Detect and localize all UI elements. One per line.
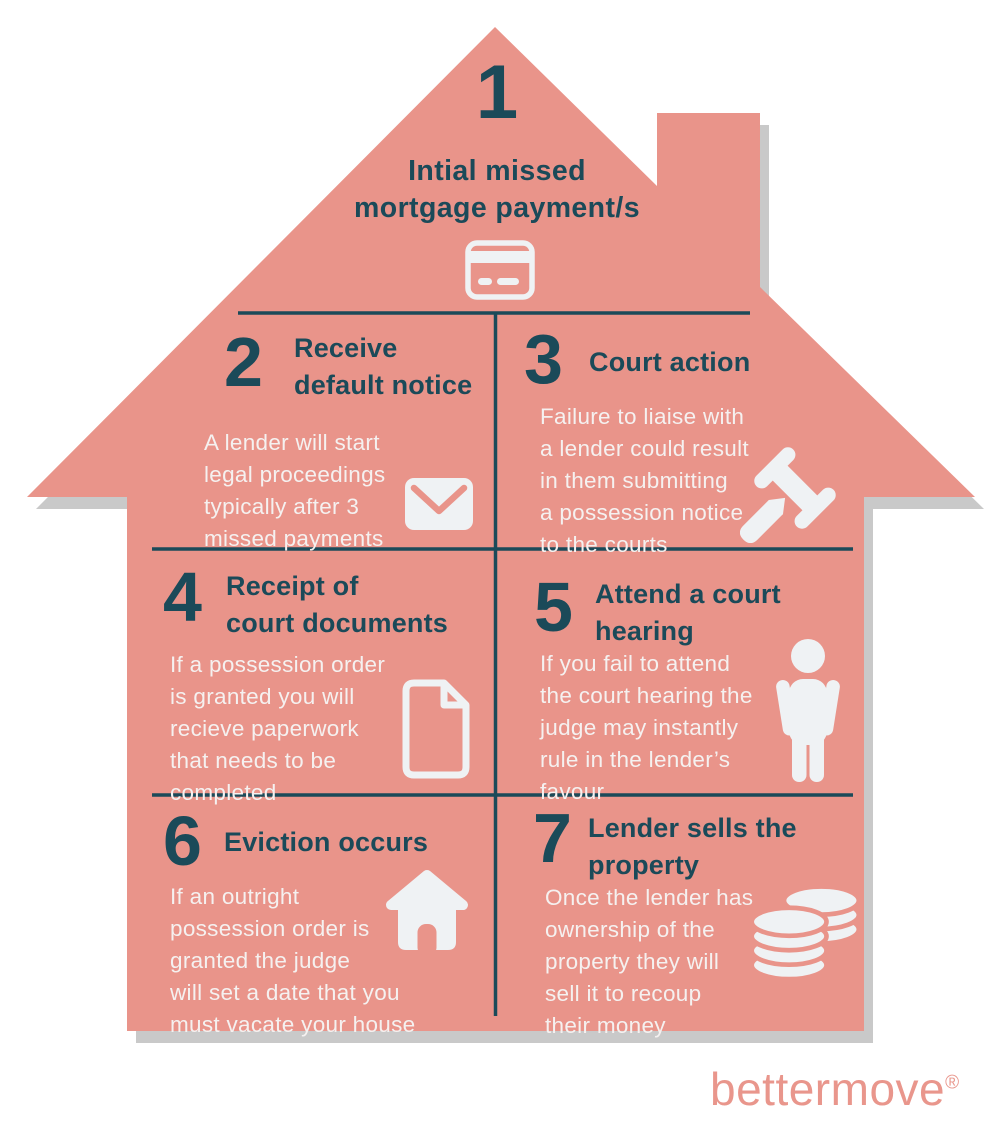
envelope-icon (405, 478, 473, 530)
house-silhouette (27, 27, 975, 1031)
registered-trademark-symbol: ® (945, 1072, 960, 1094)
step-1-number: 1 (475, 50, 519, 135)
step-7-number: 7 (533, 799, 572, 877)
gavel-icon (740, 447, 836, 543)
coins-icon (749, 884, 861, 982)
step-4-body: If a possession order is granted you wil… (170, 652, 386, 805)
document-icon (402, 679, 470, 779)
step-4-number: 4 (163, 558, 202, 636)
person-icon (776, 639, 840, 782)
step-2-title: Receive default notice (294, 333, 473, 400)
step-2-body: A lender will start legal proceedings ty… (204, 430, 386, 551)
step-6-number: 6 (163, 802, 202, 880)
step-5-number: 5 (534, 568, 573, 646)
brand-wordmark: bettermove (710, 1063, 946, 1115)
step-7-title: Lender sells the property (588, 813, 797, 880)
step-7-body: Once the lender has ownership of the pro… (545, 885, 754, 1038)
step-5-title: Attend a court hearing (595, 579, 781, 646)
step-3-body: Failure to liaise with a lender could re… (540, 404, 749, 557)
step-3-title: Court action (589, 347, 751, 377)
house-icon (386, 870, 468, 956)
step-4-title: Receipt of court documents (226, 571, 449, 638)
step-1-title: Intial missed mortgage payment/s (354, 155, 640, 224)
step-5-body: If you fail to attend the court hearing … (540, 651, 753, 804)
step-2-number: 2 (224, 323, 263, 401)
step-3-number: 3 (524, 320, 563, 398)
step-6-title: Eviction occurs (224, 827, 429, 857)
step-6-body: If an outright possession order is grant… (170, 884, 416, 1037)
credit-card-icon (465, 240, 535, 300)
bettermove-logo: bettermove® (710, 1066, 960, 1112)
